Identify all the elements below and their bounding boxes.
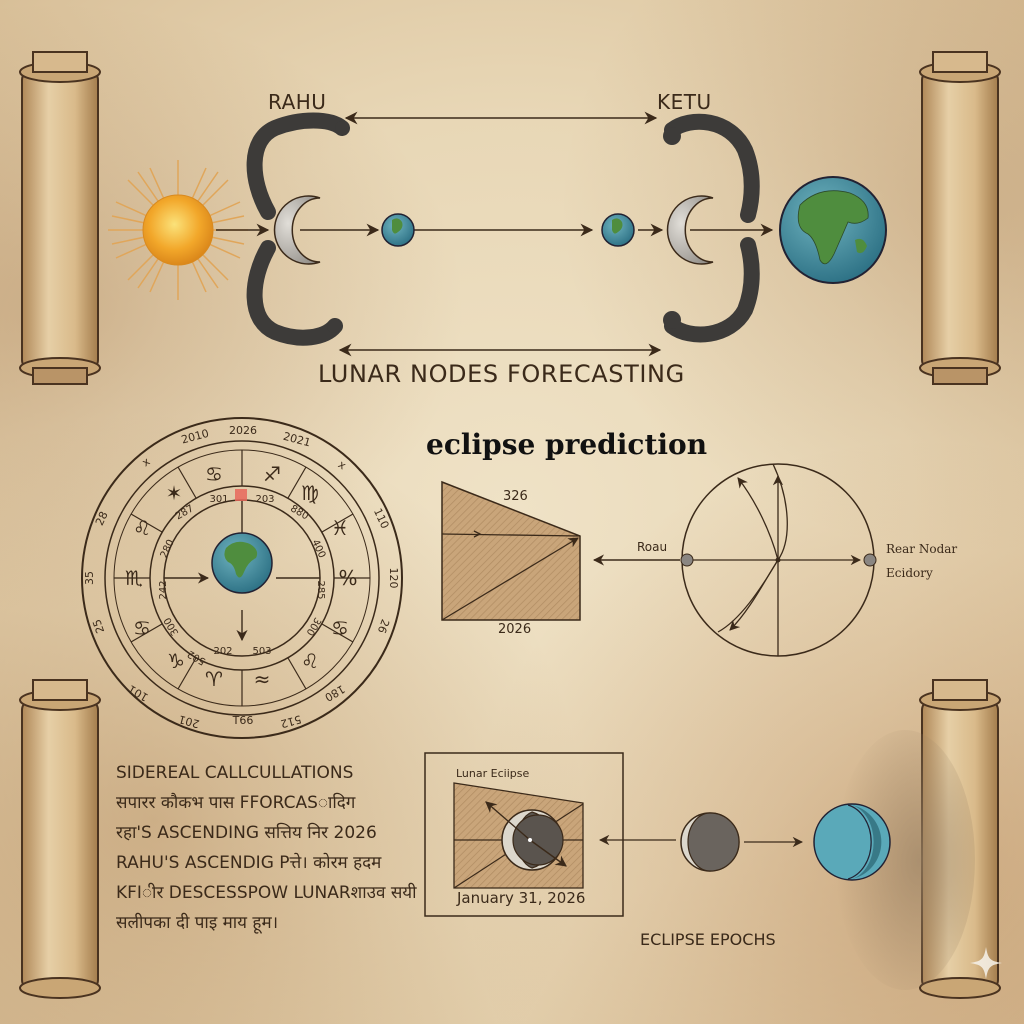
svg-text:♋: ♋ bbox=[133, 616, 151, 640]
lunar-eclipse-box-title: Lunar Eciipse bbox=[456, 767, 530, 780]
svg-text:502: 502 bbox=[186, 648, 208, 667]
sidereal-line: सलीपका दी पाइ माय हूम। bbox=[116, 913, 279, 933]
teal-planet-icon bbox=[813, 803, 891, 881]
svg-text:120: 120 bbox=[387, 568, 400, 589]
svg-text:x: x bbox=[336, 458, 349, 473]
svg-text:T66: T66 bbox=[232, 714, 254, 727]
sun-icon bbox=[108, 160, 248, 300]
eclipse-trapezoid bbox=[441, 480, 581, 621]
small-earth-icon-right bbox=[601, 213, 635, 247]
sidereal-line: रहा'S ASCENDING सत्तिय निर 2026 bbox=[116, 823, 377, 843]
svg-text:285: 285 bbox=[315, 580, 326, 599]
sidereal-line: KFIीर DESCEЅSPOW LUNARशाउव सयी bbox=[116, 883, 417, 903]
svg-text:201: 201 bbox=[177, 712, 201, 730]
svg-text:35: 35 bbox=[83, 571, 96, 585]
svg-text:300: 300 bbox=[304, 615, 323, 637]
svg-text:287: 287 bbox=[174, 503, 196, 522]
zodiac-wheel bbox=[81, 417, 403, 739]
rahu-serpent-icon bbox=[246, 112, 350, 346]
sidereal-line: RAHU'S ASCENDIG Pत्ते। कोरम हदम bbox=[116, 853, 382, 873]
right-node-label-1: Rear Nodar bbox=[886, 542, 958, 556]
rahu-label: RAHU bbox=[268, 90, 327, 114]
svg-text:28: 28 bbox=[93, 509, 111, 527]
svg-text:300: 300 bbox=[162, 615, 181, 637]
small-earth-icon-left bbox=[381, 213, 415, 247]
svg-text:202: 202 bbox=[213, 646, 232, 657]
svg-text:400: 400 bbox=[309, 538, 327, 560]
svg-text:♐: ♐ bbox=[263, 462, 281, 486]
svg-text:101: 101 bbox=[126, 682, 151, 704]
planet-shadow bbox=[835, 730, 975, 990]
wheel-marker bbox=[235, 489, 247, 501]
lunar-eclipse-box bbox=[424, 752, 624, 917]
svg-text:♍: ♍ bbox=[301, 481, 319, 505]
zodiac-wheel-labels: 2010 2026 2021 x x 28 110 35 120 25 26 1… bbox=[83, 424, 400, 730]
svg-text:203: 203 bbox=[255, 494, 274, 505]
svg-text:26: 26 bbox=[375, 617, 392, 635]
svg-text:512: 512 bbox=[279, 712, 303, 730]
earth-icon bbox=[211, 532, 273, 594]
right-node-label-2: Ecidory bbox=[886, 566, 933, 580]
svg-text:2026: 2026 bbox=[229, 424, 257, 437]
svg-text:x: x bbox=[140, 455, 153, 470]
svg-text:880: 880 bbox=[288, 503, 310, 522]
crescent-moon-icon bbox=[273, 195, 321, 265]
svg-text:503: 503 bbox=[252, 646, 271, 657]
sidereal-line: सपारर कौकभ पास FFORCASादिग bbox=[116, 793, 356, 813]
scroll-bottom-left bbox=[19, 679, 101, 999]
sidereal-line: SIDEREAL CALLCULLATIONS bbox=[116, 763, 354, 783]
eclipsed-moon-icon bbox=[680, 812, 740, 872]
svg-text:♌: ♌ bbox=[301, 649, 319, 673]
zodiac-sign-glyphs: ♋ ♐ ✶ ♍ ♌ ♓ ♏ % ♋ ♋ ♑ ♌ ♈ ≈ bbox=[125, 462, 357, 691]
lunar-nodes-title: LUNAR NODES FORECASTING bbox=[318, 360, 685, 388]
svg-text:301: 301 bbox=[209, 494, 228, 505]
svg-text:110: 110 bbox=[371, 506, 392, 531]
svg-text:♌: ♌ bbox=[133, 516, 151, 540]
svg-text:≈: ≈ bbox=[254, 667, 271, 691]
svg-text:♓: ♓ bbox=[331, 516, 349, 540]
ketu-label: KETU bbox=[657, 90, 712, 114]
sparkle-icon bbox=[970, 947, 1002, 979]
trapezoid-top-label: 326 bbox=[503, 489, 528, 504]
svg-text:♋: ♋ bbox=[205, 462, 223, 486]
scroll-top-right bbox=[919, 51, 1001, 385]
svg-text:25: 25 bbox=[90, 617, 107, 635]
svg-text:♋: ♋ bbox=[331, 616, 349, 640]
sidereal-calculations-text: SIDEREAL CALLCULLATIONS सपारर कौकभ पास F… bbox=[116, 758, 417, 938]
svg-text:♏: ♏ bbox=[125, 566, 143, 590]
ketu-serpent-icon bbox=[663, 113, 760, 343]
lunar-eclipse-date: January 31, 2026 bbox=[457, 889, 586, 907]
ketu-crescent-moon-icon bbox=[666, 195, 714, 265]
large-earth-icon bbox=[779, 176, 887, 284]
left-node-label: Roau bbox=[637, 540, 668, 554]
svg-text:%: % bbox=[338, 566, 357, 590]
svg-text:♑: ♑ bbox=[167, 649, 185, 673]
trapezoid-bottom-label: 2026 bbox=[498, 622, 532, 637]
svg-text:✶: ✶ bbox=[166, 481, 183, 505]
scroll-top-left bbox=[19, 51, 101, 385]
svg-text:280: 280 bbox=[159, 538, 177, 560]
svg-text:♈: ♈ bbox=[205, 667, 223, 691]
eclipse-prediction-title: eclipse prediction bbox=[426, 428, 708, 461]
eclipse-epochs-title: ECLIPSE EPOCHS bbox=[640, 930, 776, 949]
node-circle-diagram bbox=[680, 463, 877, 657]
svg-text:242: 242 bbox=[158, 580, 169, 599]
